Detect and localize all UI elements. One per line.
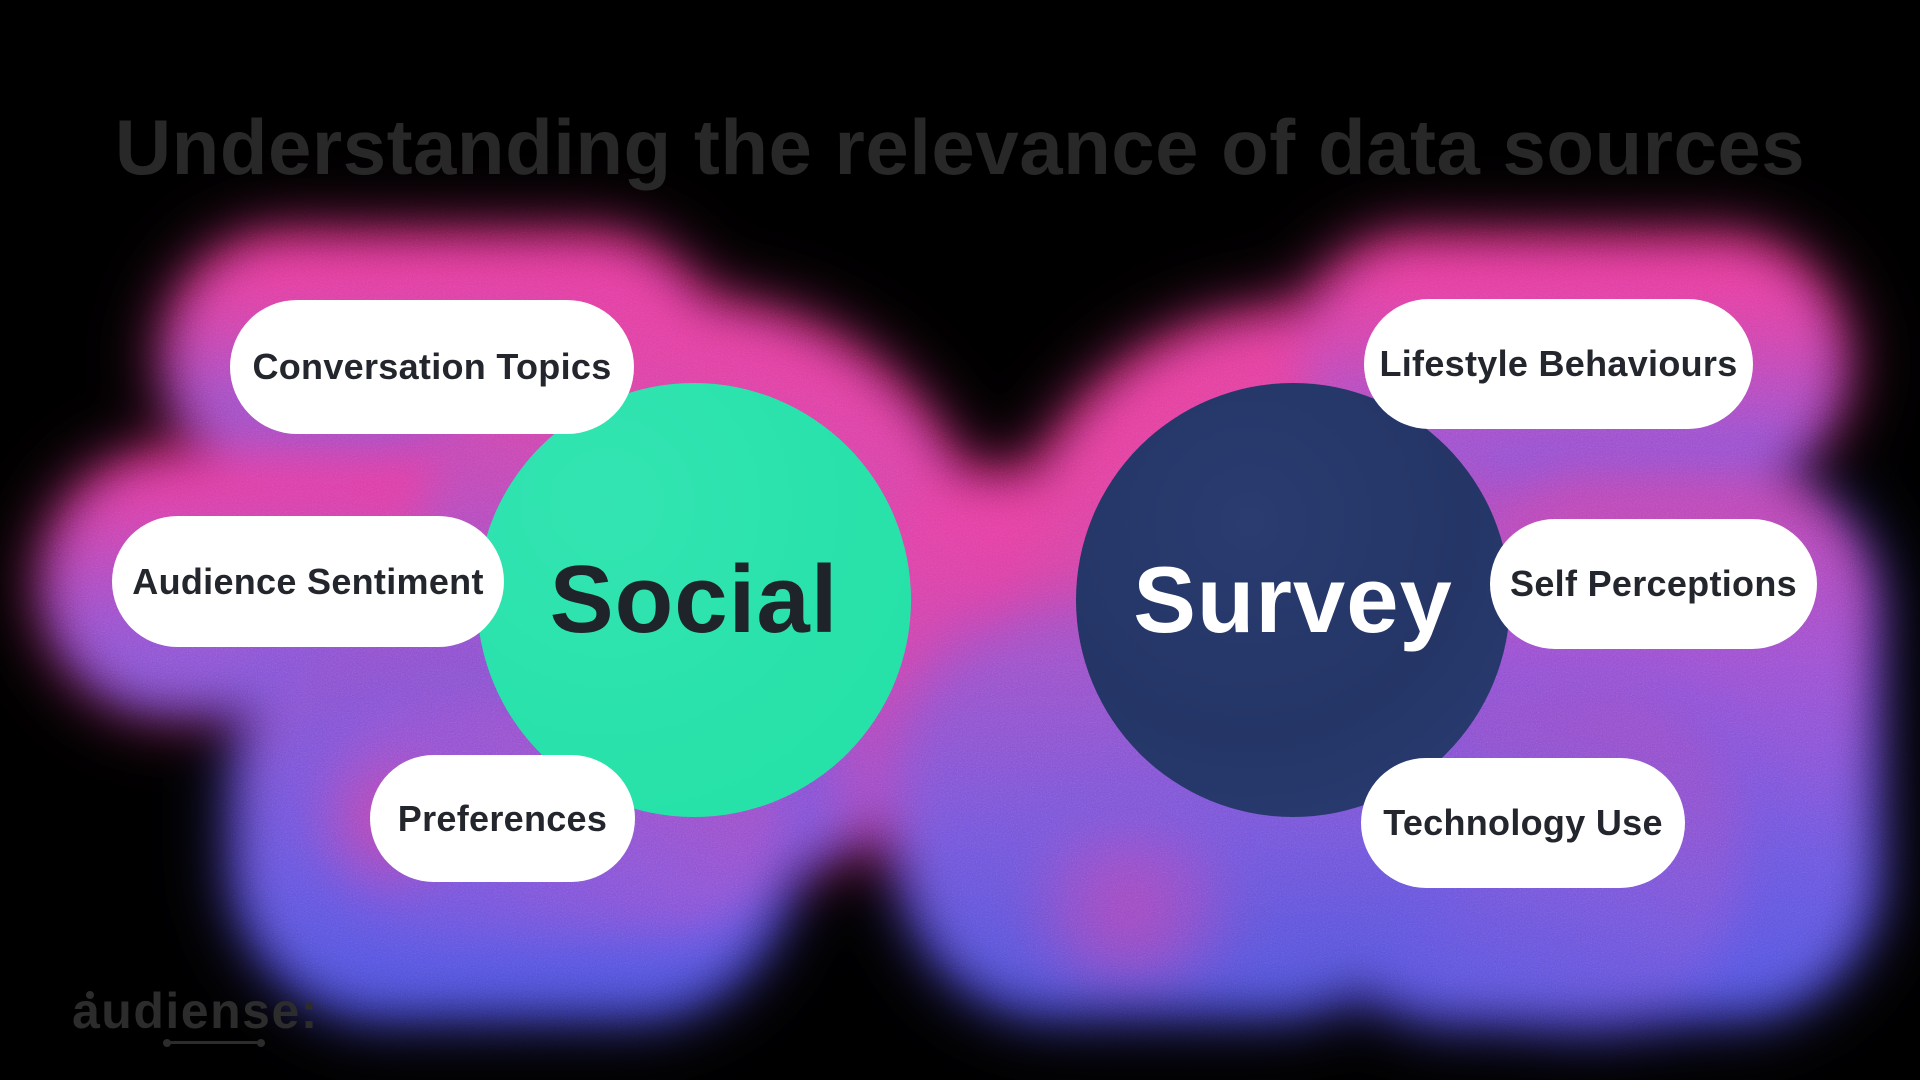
social-circle: Social xyxy=(477,383,911,817)
pill-self-perceptions: Self Perceptions xyxy=(1490,519,1817,649)
social-circle-label: Social xyxy=(549,546,839,653)
pill-audience-sentiment: Audience Sentiment xyxy=(112,516,504,647)
survey-circle: Survey xyxy=(1076,383,1510,817)
audiense-logo-underline xyxy=(163,1038,265,1047)
pill-conversation-topics: Conversation Topics xyxy=(230,300,634,434)
page-title: Understanding the relevance of data sour… xyxy=(114,103,1806,191)
pill-technology-use: Technology Use xyxy=(1361,758,1685,888)
pill-preferences: Preferences xyxy=(370,755,635,882)
pill-lifestyle-behaviours: Lifestyle Behaviours xyxy=(1364,299,1753,429)
audiense-logo-accent-dot xyxy=(86,991,94,999)
audiense-logo: audiense: xyxy=(72,983,319,1039)
survey-circle-label: Survey xyxy=(1133,547,1453,652)
glow-blob xyxy=(980,830,1280,990)
